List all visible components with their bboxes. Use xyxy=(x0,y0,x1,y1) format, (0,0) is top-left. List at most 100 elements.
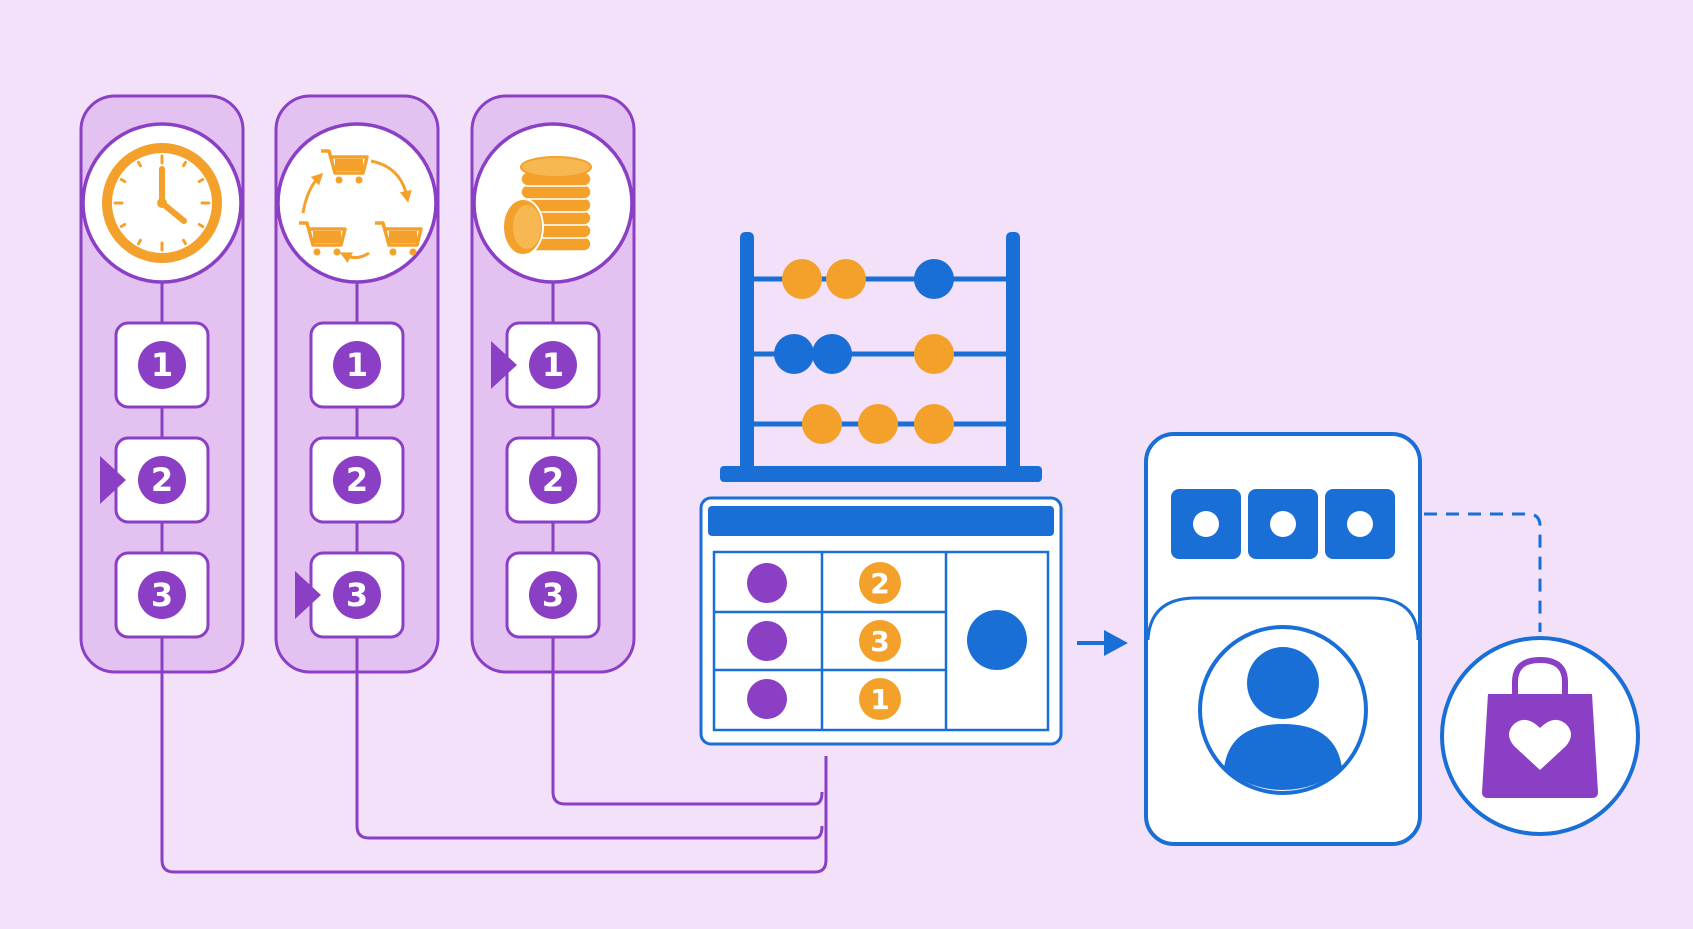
ranking-grid: 2 3 1 xyxy=(699,496,1063,746)
profile-header-button[interactable] xyxy=(1171,489,1241,559)
cart-wheel xyxy=(389,248,397,256)
profile-header-buttons xyxy=(1171,489,1395,559)
coin-top xyxy=(520,156,592,178)
clock-tick xyxy=(182,238,187,246)
clock-tick xyxy=(119,223,127,228)
profile-header-button[interactable] xyxy=(1248,489,1318,559)
step-number: 2 xyxy=(151,461,173,499)
cart-wheel xyxy=(355,176,363,184)
cart-icon xyxy=(321,149,369,175)
abacus-row-2 xyxy=(754,334,1006,374)
step-number: 3 xyxy=(151,576,173,614)
grid-item-dot xyxy=(747,679,787,719)
abacus-row-3 xyxy=(754,404,1006,444)
clock-center xyxy=(157,198,167,208)
abacus-bead-orange xyxy=(826,259,866,299)
step-columns: 1 2 3 1 2 3 1 2 3 xyxy=(79,94,636,674)
clock-tick xyxy=(137,160,142,168)
step-1: 1 xyxy=(309,321,405,409)
grid-table xyxy=(712,550,1050,732)
grid-rank-badge xyxy=(859,620,901,662)
cart-basket xyxy=(389,231,417,243)
grid-header-bar xyxy=(708,506,1054,536)
step-number: 2 xyxy=(346,461,368,499)
header-button-dot xyxy=(1347,511,1373,537)
grid-rank-number: 1 xyxy=(870,683,889,716)
abacus-left-post xyxy=(740,232,754,472)
step-number: 3 xyxy=(542,576,564,614)
abacus-bead-orange xyxy=(782,259,822,299)
step-badge xyxy=(138,341,186,389)
grid-row: 3 xyxy=(747,620,901,662)
clock-tick xyxy=(197,178,205,183)
cycle-arrow xyxy=(301,172,324,214)
step-1: 1 xyxy=(491,321,601,409)
cart-wheel xyxy=(313,248,321,256)
step-number: 3 xyxy=(346,576,368,614)
cart-icon xyxy=(299,221,347,247)
cart-cycle-icon xyxy=(299,149,423,264)
step-3: 3 xyxy=(295,551,405,639)
abacus xyxy=(720,232,1042,482)
active-step-pointer xyxy=(100,456,126,504)
dashed-connector xyxy=(1424,512,1542,632)
step-badge xyxy=(333,456,381,504)
cart-wheel xyxy=(333,248,341,256)
arrow-to-profile xyxy=(1077,630,1128,656)
active-step-pointer xyxy=(491,341,517,389)
abacus-bead-orange xyxy=(858,404,898,444)
cart-basket xyxy=(335,159,363,171)
abacus-rows xyxy=(754,259,1006,444)
cycle-arrow xyxy=(339,251,370,264)
grid-row: 2 xyxy=(747,562,901,604)
step-badge xyxy=(529,341,577,389)
coin-face xyxy=(513,205,541,249)
grid-rank-number: 2 xyxy=(870,567,889,600)
grid-item-dot xyxy=(747,621,787,661)
shopping-bag-heart-icon xyxy=(1440,636,1640,836)
profile-header-button[interactable] xyxy=(1325,489,1395,559)
abacus-row-1 xyxy=(754,259,1006,299)
grid-result-dot xyxy=(967,610,1027,670)
step-2: 2 xyxy=(505,436,601,524)
abacus-bead-blue xyxy=(774,334,814,374)
clock-tick xyxy=(119,178,127,183)
clock-tick xyxy=(182,160,187,168)
abacus-bead-orange xyxy=(914,334,954,374)
profile-divider xyxy=(1146,596,1420,641)
grid-rank-badge xyxy=(859,562,901,604)
coins-icon xyxy=(502,156,592,256)
abacus-bead-blue xyxy=(914,259,954,299)
step-column-2: 1 2 3 xyxy=(274,94,440,674)
abacus-bead-orange xyxy=(914,404,954,444)
cart-icon xyxy=(375,221,423,247)
header-button-dot xyxy=(1193,511,1219,537)
step-badge xyxy=(333,571,381,619)
step-3: 3 xyxy=(114,551,210,639)
step-3: 3 xyxy=(505,551,601,639)
coin-layer xyxy=(520,184,592,200)
connector-column-2 xyxy=(355,640,824,840)
step-column-1: 1 2 3 xyxy=(79,94,245,674)
step-number: 1 xyxy=(542,346,564,384)
step-number: 1 xyxy=(151,346,173,384)
profile-card xyxy=(1144,432,1422,846)
abacus-bead-orange xyxy=(802,404,842,444)
step-badge xyxy=(138,456,186,504)
connector-column-1 xyxy=(160,640,828,874)
step-number: 2 xyxy=(542,461,564,499)
heart-icon xyxy=(1509,719,1571,770)
grid-row: 1 xyxy=(747,678,901,720)
grid-rows: 2 3 1 xyxy=(747,562,901,720)
avatar-head xyxy=(1247,647,1319,719)
grid-rank-number: 3 xyxy=(870,625,889,658)
bag-handle xyxy=(1512,656,1568,696)
step-badge xyxy=(529,571,577,619)
cart-wheel xyxy=(409,248,417,256)
step-2: 2 xyxy=(309,436,405,524)
step-badge xyxy=(529,456,577,504)
connector-lines xyxy=(160,640,828,874)
step-number: 1 xyxy=(346,346,368,384)
